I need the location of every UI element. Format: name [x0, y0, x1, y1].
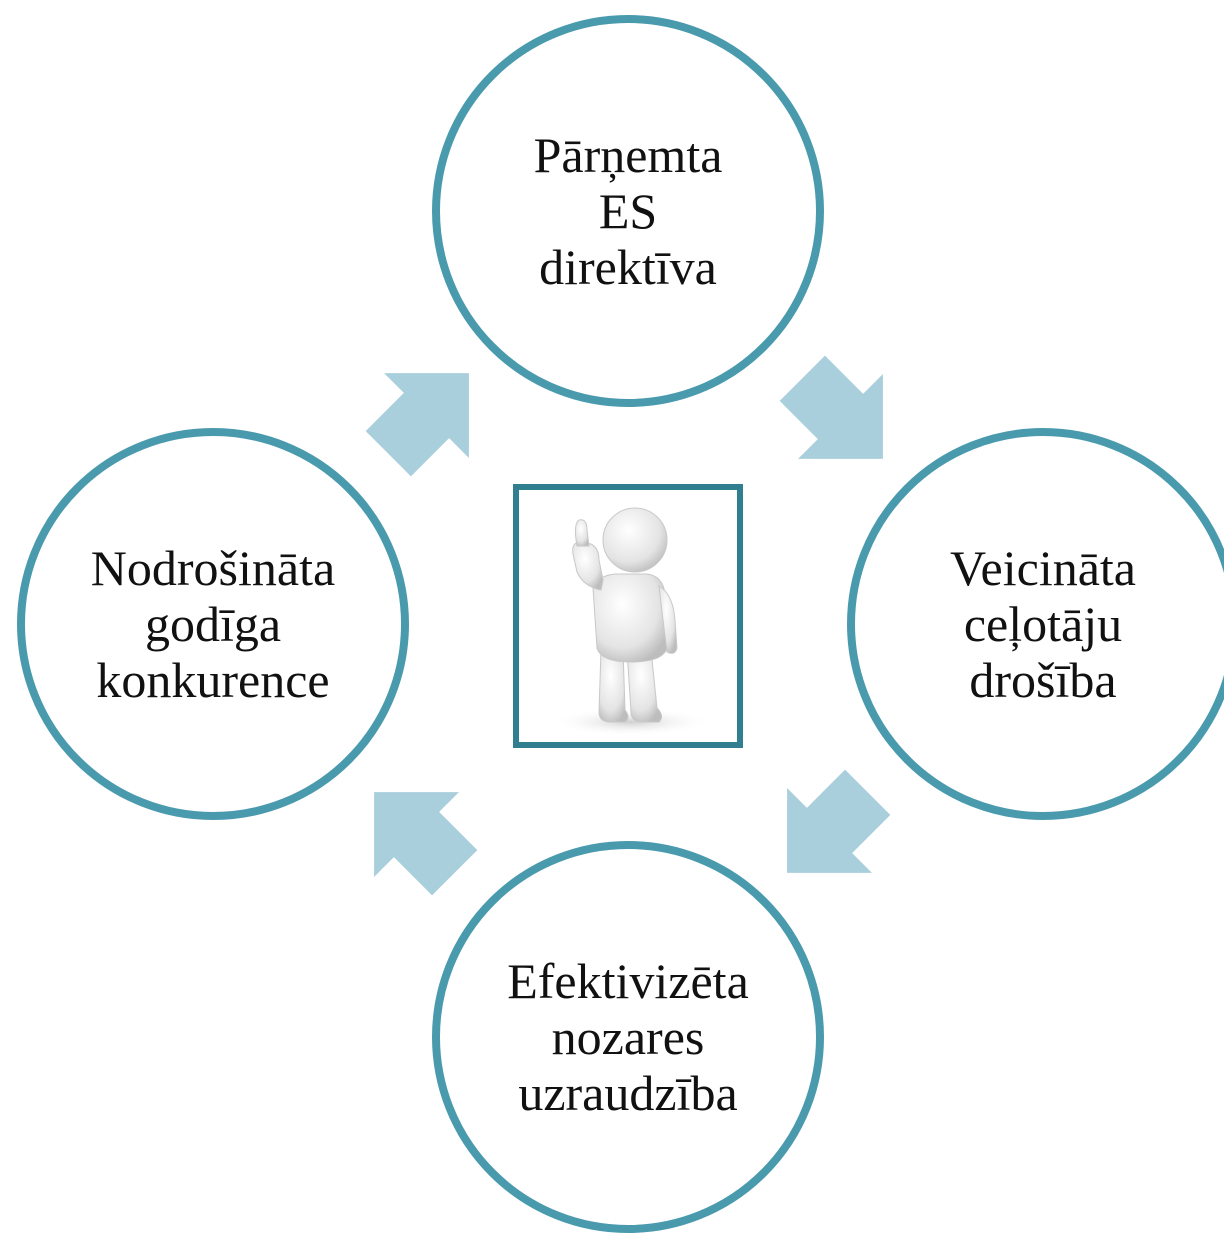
cycle-node-label: Efektivizēta nozares uzraudzība [507, 953, 749, 1121]
cycle-node-label: Nodrošināta godīga konkurence [90, 540, 336, 708]
arrow-down-right-icon [779, 355, 883, 459]
arrow-up-right-icon [365, 373, 469, 477]
cycle-node-right: Veicināta ceļotāju drošība [847, 428, 1224, 820]
arrow-down-left-icon [787, 769, 891, 873]
cycle-node-left: Nodrošināta godīga konkurence [17, 428, 409, 820]
cycle-node-label: Pārņemta ES direktīva [533, 127, 723, 295]
cycle-node-bottom: Efektivizēta nozares uzraudzība [432, 841, 824, 1233]
thumbs-up-figure-icon [551, 507, 711, 736]
cycle-node-top: Pārņemta ES direktīva [432, 15, 824, 407]
arrow-up-left-icon [374, 792, 478, 896]
cycle-node-label: Veicināta ceļotāju drošība [949, 540, 1136, 708]
center-image-frame [513, 484, 743, 748]
